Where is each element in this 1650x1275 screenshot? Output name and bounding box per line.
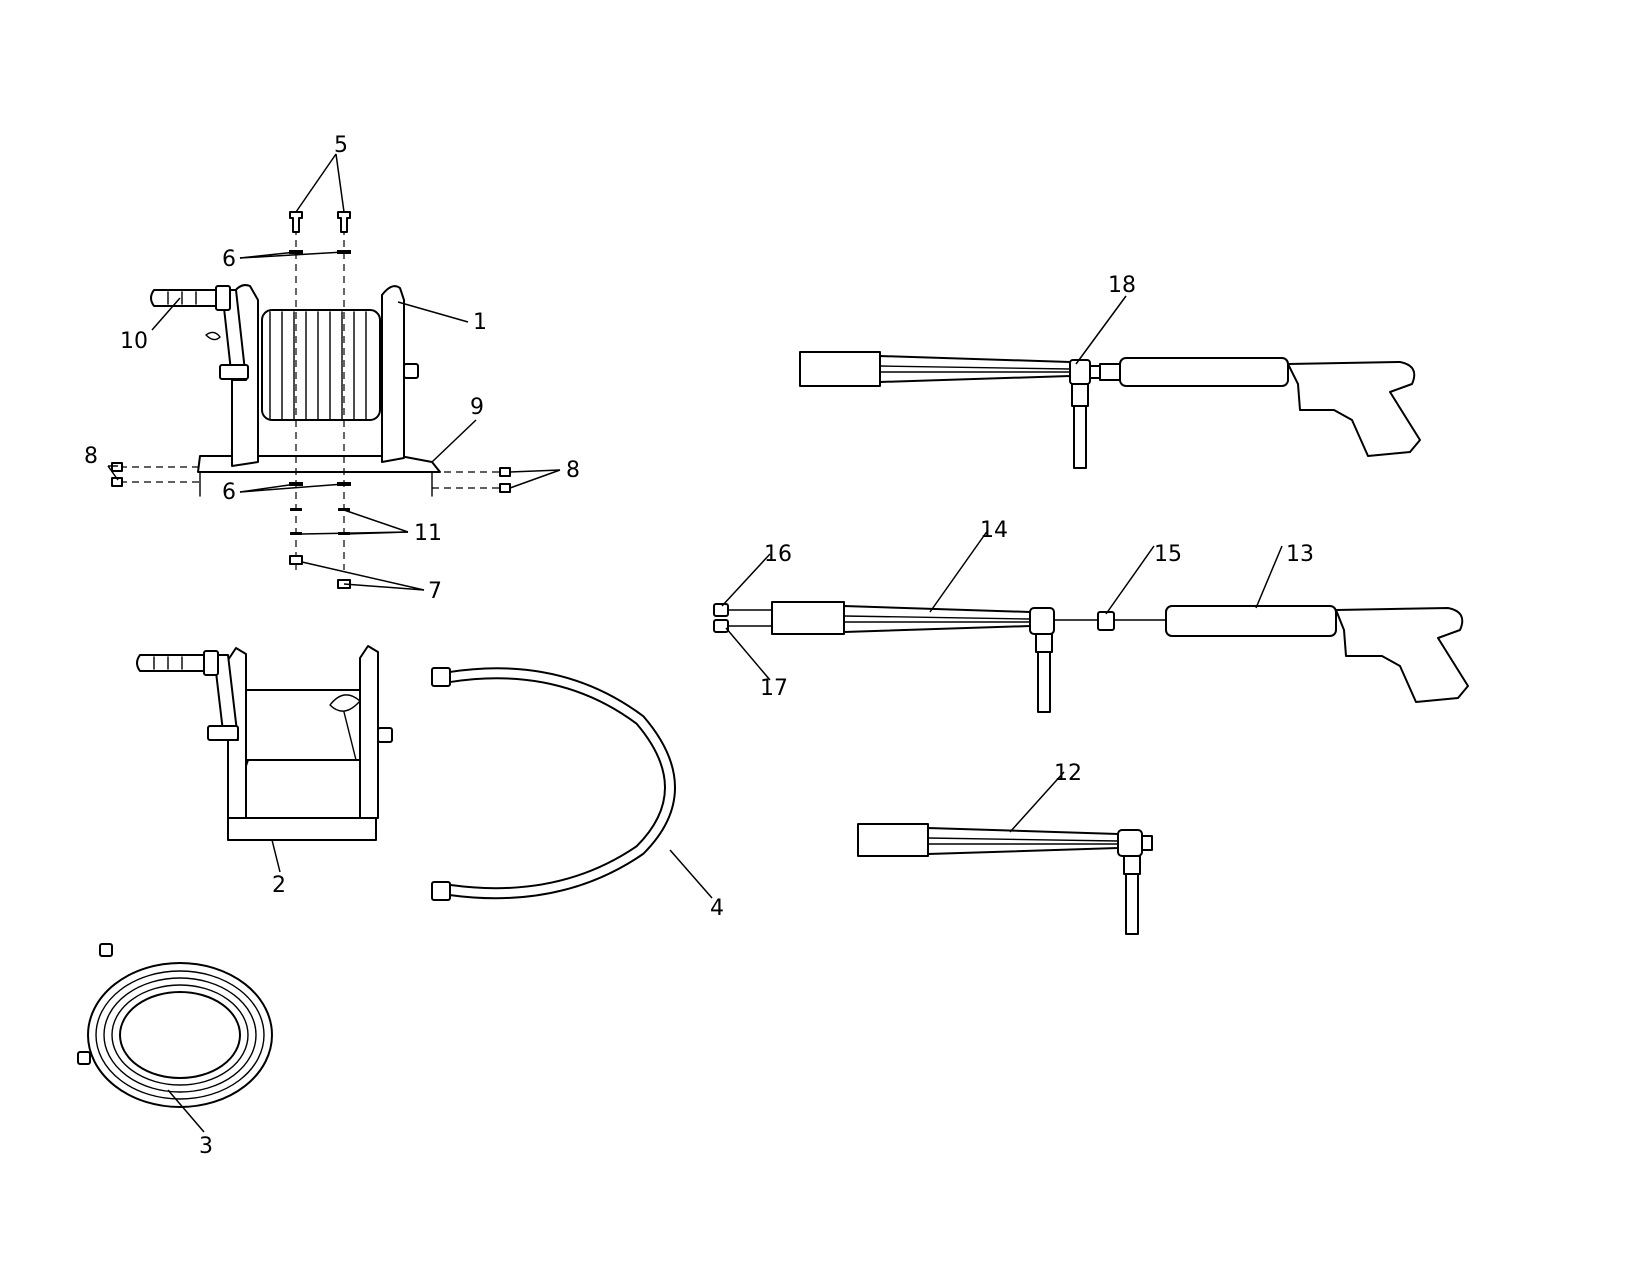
callout-13: 13	[1286, 542, 1314, 567]
callout-2: 2	[272, 873, 286, 898]
leader-lines	[107, 153, 1283, 1133]
callout-4: 4	[710, 896, 724, 921]
callout-18: 18	[1108, 273, 1136, 298]
callout-8-left: 8	[84, 444, 98, 469]
callout-5: 5	[334, 133, 348, 158]
callout-7: 7	[428, 579, 442, 604]
callout-15: 15	[1154, 542, 1182, 567]
callout-10: 10	[120, 329, 148, 354]
callout-12: 12	[1054, 761, 1082, 786]
callout-11: 11	[414, 521, 442, 546]
reel-frame	[136, 645, 393, 841]
callout-14: 14	[980, 518, 1008, 543]
hose-coils	[269, 311, 367, 421]
coiled-hose	[77, 943, 273, 1108]
callout-17: 17	[760, 676, 788, 701]
callout-1: 1	[473, 310, 487, 335]
callout-6-lower: 6	[222, 480, 236, 505]
callout-9: 9	[470, 395, 484, 420]
callout-6-upper: 6	[222, 247, 236, 272]
spray-gun-assembly-18	[799, 351, 1421, 469]
callout-labels: 1 2 3 4 5 6 6 7 8 8 9 10 11 12 13 14 15 …	[84, 133, 1314, 1159]
lance-12	[857, 823, 1153, 935]
inlet-hose	[431, 667, 676, 901]
callout-8-right: 8	[566, 458, 580, 483]
spray-gun-assembly-14	[713, 601, 1469, 713]
hose-reel-assembly	[111, 211, 511, 589]
callout-16: 16	[764, 542, 792, 567]
callout-3: 3	[199, 1134, 213, 1159]
